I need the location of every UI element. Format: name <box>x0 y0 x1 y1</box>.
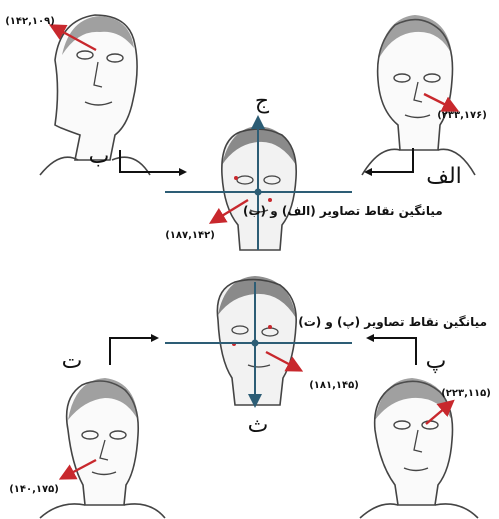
caption-average-ab: میانگین نقاط تصاویر (الف) و (ب) <box>243 204 443 219</box>
label-te: ت <box>62 349 83 374</box>
flow-arrow-pe-to-center <box>368 338 416 365</box>
face-portrait-te <box>40 378 165 518</box>
coord-b: (۱۴۲,۱۰۹) <box>5 16 55 27</box>
face-average-ab <box>222 126 296 250</box>
flow-arrow-b-to-center <box>120 150 185 172</box>
caption-average-pt: میانگین نقاط تصاویر (پ) و (ت) <box>298 315 487 330</box>
label-jim: ج <box>255 89 270 114</box>
center-point-bottom <box>252 340 259 347</box>
coord-pe: (۲۲۳,۱۱۵) <box>441 388 491 399</box>
coord-j: (۱۸۷,۱۴۲) <box>165 230 215 241</box>
face-portrait-alef <box>362 15 475 175</box>
label-alef: الف <box>426 164 462 189</box>
center-point-top <box>255 189 262 196</box>
coord-th: (۱۸۱,۱۴۵) <box>309 380 359 391</box>
coord-te: (۱۴۰,۱۷۵) <box>9 484 59 495</box>
label-be: ب <box>89 144 110 169</box>
coord-alef: (۲۳۳,۱۷۶) <box>437 110 487 121</box>
face-portrait-pe <box>360 378 478 518</box>
label-se: ث <box>248 413 269 438</box>
flow-arrow-te-to-center <box>110 338 157 365</box>
label-pe: پ <box>426 349 447 374</box>
